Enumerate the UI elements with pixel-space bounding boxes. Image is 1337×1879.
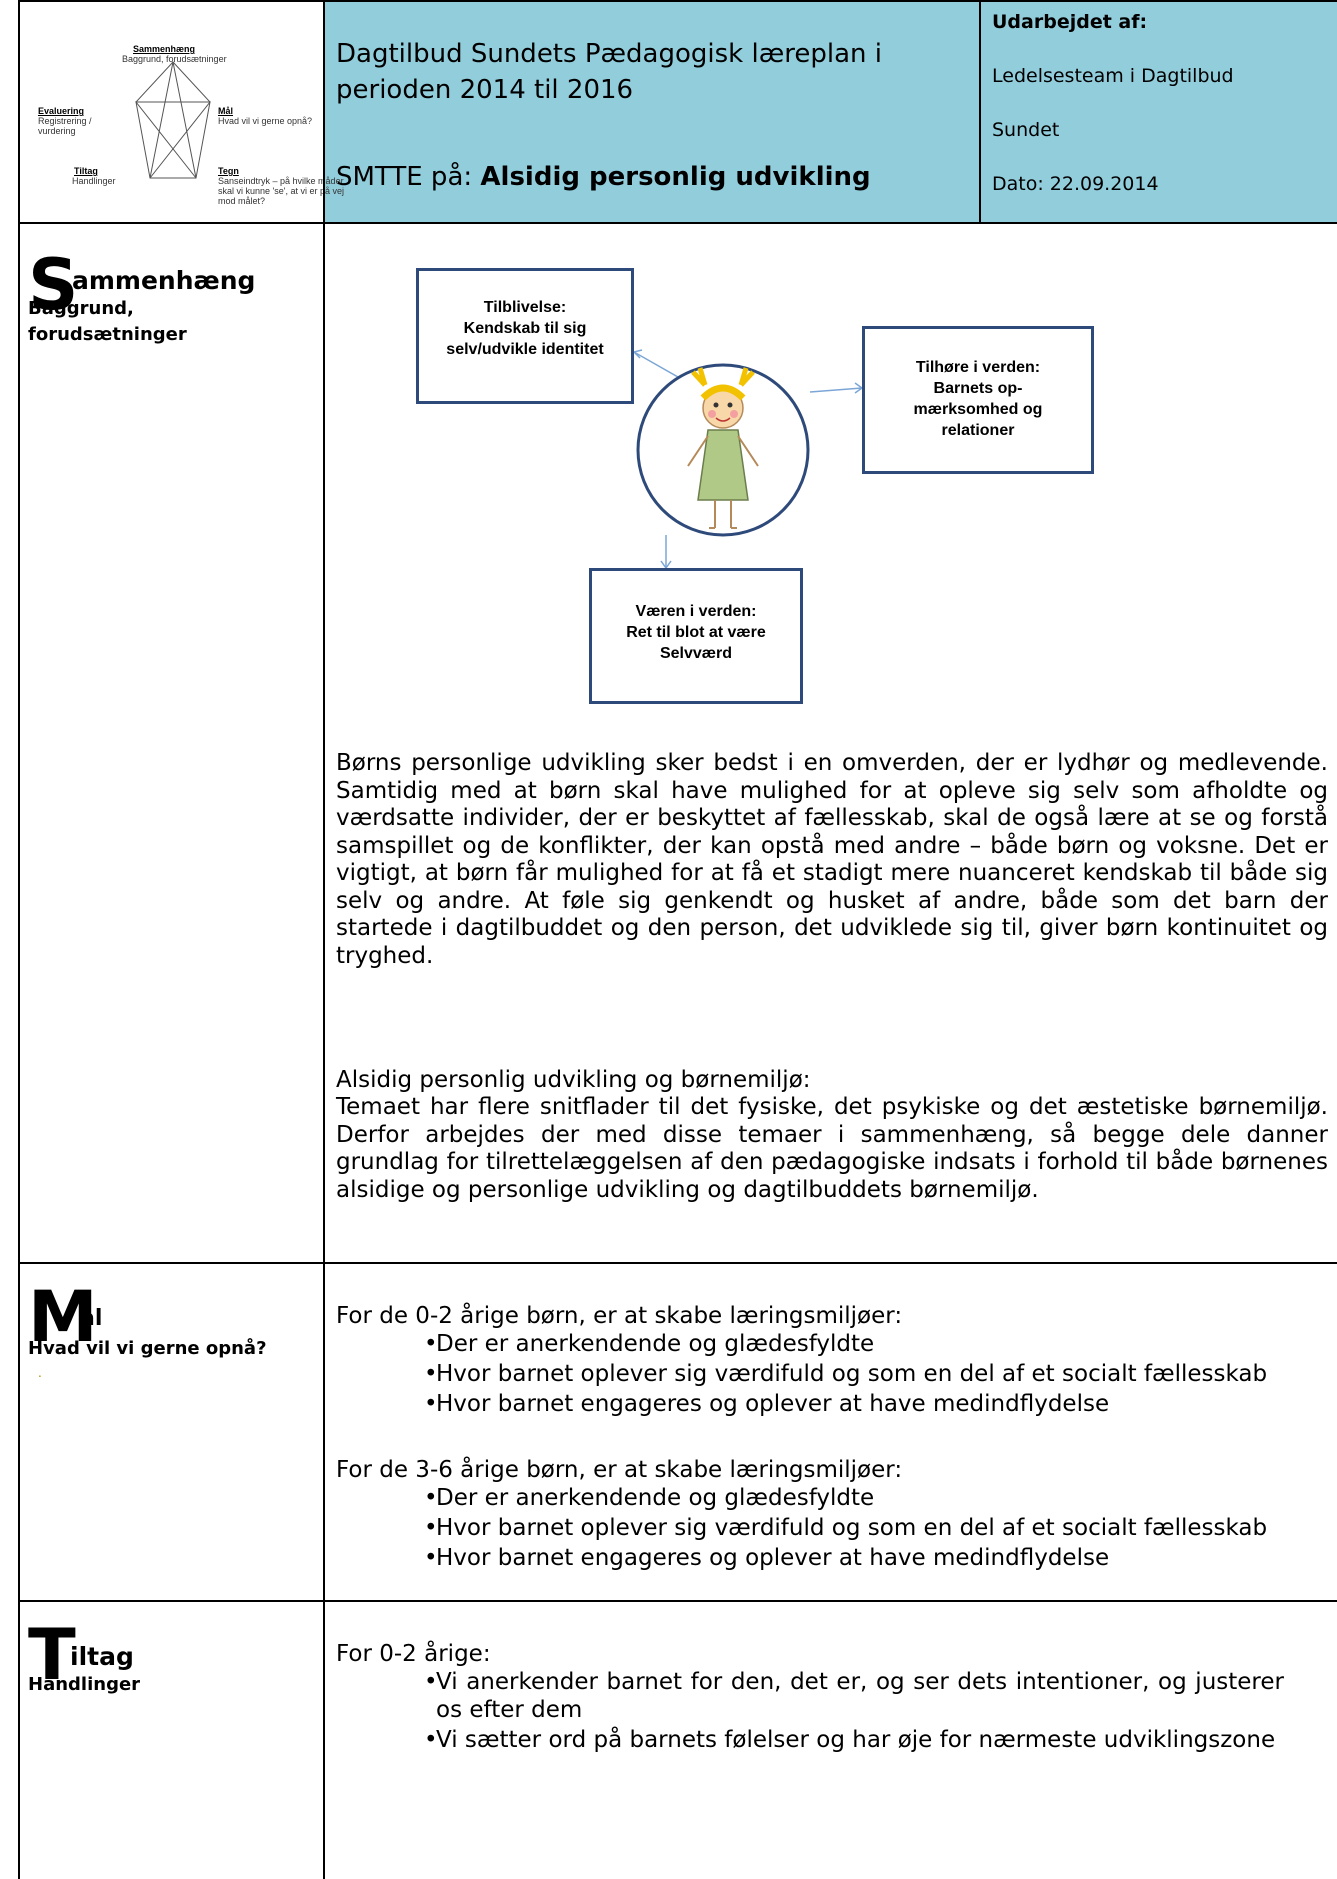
child-figure-icon: [687, 367, 759, 529]
list-item: Hvor barnet engageres og oplever at have…: [384, 1544, 1284, 1572]
section-t-rest: iltag: [70, 1642, 134, 1671]
table-column-divider: [323, 0, 325, 1879]
thumb-maal-title: Mål: [218, 106, 234, 116]
smtte-model-thumbnail: Sammenhæng Baggrund, forudsætninger Eval…: [18, 40, 344, 210]
maal-group-2-list: Der er anerkendende og glædesfyldte Hvor…: [384, 1484, 1284, 1574]
smtte-topic: Alsidig personlig udvikling: [480, 162, 871, 192]
list-item: Der er anerkendende og glædesfyldte: [384, 1330, 1284, 1358]
list-item: Hvor barnet oplever sig værdifuld og som…: [384, 1514, 1284, 1542]
sammenhaeng-paragraph-2: Temaet har flere snitflader til det fysi…: [336, 1094, 1328, 1203]
document-title: Dagtilbud Sundets Pædagogisk læreplan i …: [336, 39, 882, 105]
diagram-box-tilhoere: Tilhøre i verden: Barnets op- mærksomhed…: [862, 326, 1094, 474]
diagram-box-tilblivelse: Tilblivelse: Kendskab til sig selv/udvik…: [416, 268, 634, 404]
thumb-evaluering-title: Evaluering: [38, 106, 85, 116]
section-m-subtitle: Hvad vil vi gerne opnå?: [28, 1338, 267, 1359]
list-item: Vi sætter ord på barnets følelser og har…: [384, 1726, 1284, 1754]
table-divider-header: [18, 222, 1337, 224]
section-t-initial: T: [28, 1614, 76, 1696]
section-s-rest: ammenhæng: [72, 266, 256, 295]
section-t-subtitle: Handlinger: [28, 1674, 141, 1695]
list-item: Vi anerkender barnet for den, det er, og…: [384, 1668, 1284, 1724]
table-divider-maal: [18, 1600, 1337, 1602]
section-s-subtitle: Baggrund, forudsætninger: [28, 298, 187, 345]
header-column-divider: [979, 0, 981, 223]
section-s-initial: S: [28, 244, 79, 326]
header-band: [324, 2, 1337, 223]
thumb-sammenhaeng-sub: Baggrund, forudsætninger: [122, 54, 227, 64]
thumb-tiltag-sub: Handlinger: [72, 176, 116, 186]
list-item: Der er anerkendende og glædesfyldte: [384, 1484, 1284, 1512]
maal-group-1-intro: For de 0-2 årige børn, er at skabe lærin…: [336, 1303, 903, 1329]
prepared-by-label: Udarbejdet af:: [992, 11, 1148, 33]
tiltag-list: Vi anerkender barnet for den, det er, og…: [384, 1668, 1284, 1756]
date-label: Dato: 22.09.2014: [992, 173, 1159, 195]
diagram-box-vaeren: Væren i verden: Ret til blot at være Sel…: [589, 568, 803, 704]
list-item: Hvor barnet engageres og oplever at have…: [384, 1390, 1284, 1418]
thumb-sammenhaeng-title: Sammenhæng: [133, 44, 196, 54]
prepared-by-line-1: Ledelsesteam i Dagtilbud: [992, 65, 1234, 87]
section-m-rest: ål: [80, 1306, 103, 1331]
thumb-tegn-sub: Sanseindtryk – på hvilke måder skal vi k…: [218, 176, 344, 206]
diagram-connectors: [632, 349, 864, 570]
section-m-initial: M: [28, 1276, 98, 1358]
table-border-left: [18, 0, 20, 1879]
smtte-prefix: SMTTE på:: [336, 162, 481, 192]
pentagram-icon: [134, 61, 212, 179]
prepared-by-line-2: Sundet: [992, 119, 1060, 141]
section-m-mark: .: [38, 1366, 42, 1380]
table-border-top: [18, 0, 1337, 2]
thumb-evaluering-sub: Registrering / vurdering: [38, 116, 92, 136]
thumb-tiltag-title: Tiltag: [74, 166, 98, 176]
sammenhaeng-paragraph: Børns personlige udvikling sker bedst i …: [336, 750, 1328, 969]
table-divider-sammenhaeng: [18, 1262, 1337, 1264]
thumb-maal-sub: Hvad vil vi gerne opnå?: [218, 116, 313, 126]
maal-group-2-intro: For de 3-6 årige børn, er at skabe lærin…: [336, 1457, 903, 1483]
sammenhaeng-heading: Alsidig personlig udvikling og børnemilj…: [336, 1067, 811, 1093]
maal-group-1-list: Der er anerkendende og glædesfyldte Hvor…: [384, 1330, 1284, 1420]
smtte-line: SMTTE på: Alsidig personlig udvikling: [336, 160, 871, 194]
tiltag-intro: For 0-2 årige:: [336, 1641, 491, 1667]
list-item: Hvor barnet oplever sig værdifuld og som…: [384, 1360, 1284, 1388]
thumb-tegn-title: Tegn: [218, 166, 239, 176]
